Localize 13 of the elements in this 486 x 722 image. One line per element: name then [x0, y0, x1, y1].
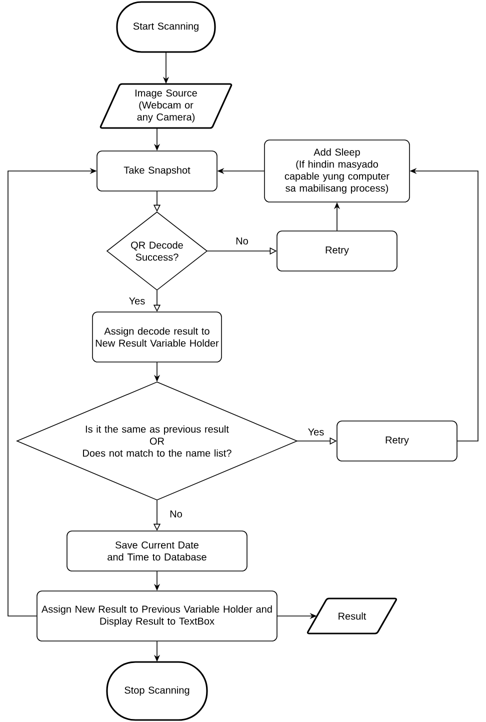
- process-box: Retry: [276, 230, 398, 272]
- process-box: Save Current Date and Time to Database: [66, 530, 248, 572]
- process-box: Take Snapshot: [96, 150, 218, 192]
- edge-label: No: [234, 236, 250, 246]
- process-box: Assign New Result to Previous Variable Holder and Display Result to TextBox: [36, 590, 278, 642]
- input-output-parallelogram: Image Source (Webcam or any Camera): [100, 83, 232, 129]
- edge-label: Yes: [306, 428, 326, 436]
- edge-label: No: [168, 510, 184, 518]
- process-box: Add Sleep (If hindin masyado capable yung computer sa mabilisang process): [264, 140, 410, 202]
- input-output-parallelogram: Result: [306, 598, 398, 634]
- edge-label: Yes: [128, 296, 146, 306]
- process-box: Retry: [336, 420, 458, 462]
- process-box: Assign decode result to New Result Variable Holder: [92, 312, 222, 362]
